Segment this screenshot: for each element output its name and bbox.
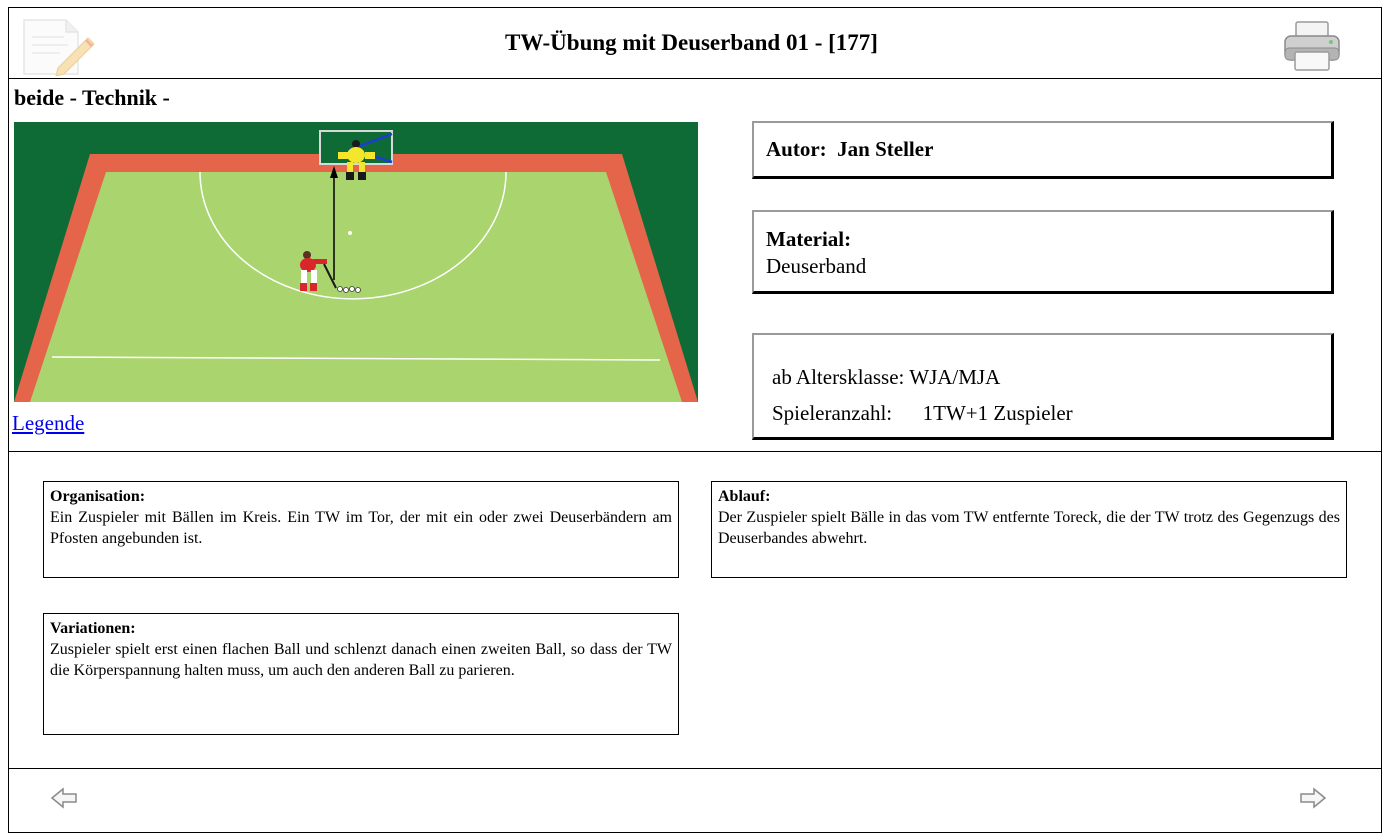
age-players-box: ab Altersklasse: WJA/MJA Spieleranzahl: … — [752, 333, 1334, 440]
players-label: Spieleranzahl: — [772, 401, 893, 425]
footer-divider — [8, 768, 1382, 769]
header-divider — [8, 78, 1382, 79]
ablauf-box: Ablauf: Der Zuspieler spielt Bälle in da… — [711, 481, 1347, 578]
author-box: Autor: Jan Steller — [752, 121, 1334, 179]
organisation-box: Organisation: Ein Zuspieler mit Bällen i… — [43, 481, 679, 578]
variationen-box: Variationen: Zuspieler spielt erst einen… — [43, 613, 679, 735]
edit-document-icon[interactable] — [20, 18, 98, 77]
material-box: Material: Deuserband — [752, 210, 1334, 294]
legend-link[interactable]: Legende — [12, 411, 85, 435]
ablauf-text: Der Zuspieler spielt Bälle in das vom TW… — [718, 509, 1340, 547]
content-divider — [8, 451, 1382, 452]
variationen-text: Zuspieler spielt erst einen flachen Ball… — [50, 641, 672, 679]
variationen-heading: Variationen: — [50, 620, 136, 637]
arrow-left-icon[interactable] — [50, 787, 78, 809]
organisation-heading: Organisation: — [50, 488, 146, 505]
ablauf-heading: Ablauf: — [718, 488, 771, 505]
printer-icon[interactable] — [1282, 20, 1342, 72]
arrow-right-icon[interactable] — [1299, 787, 1327, 809]
author-value: Jan Steller — [837, 137, 934, 161]
players-value: 1TW+1 Zuspieler — [922, 401, 1073, 425]
material-label: Material: — [766, 227, 852, 251]
author-label: Autor: — [766, 137, 827, 161]
page-title: TW-Übung mit Deuserband 01 - [177] — [505, 30, 878, 55]
page-frame — [8, 7, 1382, 833]
organisation-text: Ein Zuspieler mit Bällen im Kreis. Ein T… — [50, 509, 672, 547]
category-subtitle: beide - Technik - — [14, 85, 170, 110]
material-value: Deuserband — [766, 254, 867, 278]
drill-diagram — [14, 122, 698, 402]
age-class-line: ab Altersklasse: WJA/MJA — [772, 365, 1001, 389]
